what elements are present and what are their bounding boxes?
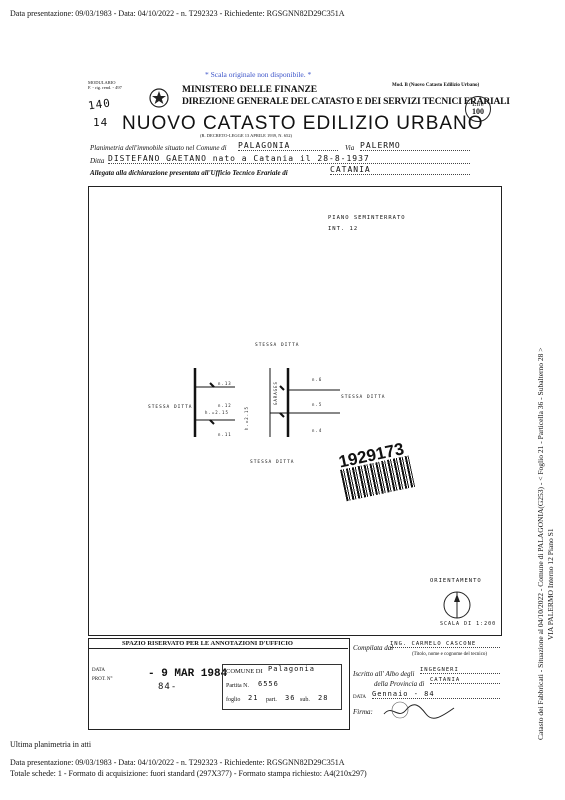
stessa-ditta-right: STESSA DITTA xyxy=(341,395,386,400)
law-reference: (R. DECRETO-LEGGE 13 APRILE 1939, N. 652… xyxy=(200,133,293,138)
label-garages: GARAGES xyxy=(273,381,278,405)
stamp-part-label: part. xyxy=(266,697,277,703)
direction-name: DIREZIONE GENERALE DEL CATASTO E DEI SER… xyxy=(182,97,510,107)
label-n13: n.13 xyxy=(218,381,232,386)
label-n5: n.5 xyxy=(312,402,323,407)
compilata-label: Compilata dal xyxy=(353,644,394,652)
ultima-planimetria: Ultima planimetria in atti xyxy=(10,740,92,749)
office-data-label: DATA xyxy=(92,668,105,673)
comune-stamp xyxy=(222,664,342,710)
stamp-part-value: 36 xyxy=(285,694,296,702)
scale-label: SCALA DI 1:200 xyxy=(440,621,497,627)
comune-value: PALAGONIA xyxy=(238,141,338,151)
compilata-sub: (Titolo, nome e cognome del tecnico) xyxy=(412,652,488,657)
plan-frame xyxy=(88,186,502,636)
office-title: SPAZIO RISERVATO PER LE ANNOTAZIONI D'UF… xyxy=(122,640,293,647)
stamp-sub-value: 28 xyxy=(318,694,329,702)
republic-emblem-icon xyxy=(148,86,170,110)
label-n4: n.4 xyxy=(312,428,323,433)
firma-label: Firma: xyxy=(353,708,373,716)
via-label: Via xyxy=(345,144,355,152)
stamp-comune-value: Palagonia xyxy=(268,665,315,673)
piano-label: PIANO SEMINTERRATO xyxy=(328,215,406,221)
price-label: Lire xyxy=(472,100,484,108)
modulario-label: MODULARIO xyxy=(88,80,116,85)
comune-label: Planimetria dell'immobile situato nel Co… xyxy=(90,144,227,152)
form-title: NUOVO CATASTO EDILIZIO URBANO xyxy=(122,113,484,134)
modulario-box: MODULARIO F. - rig. rend. - 497 xyxy=(88,80,122,90)
iscritto-label: Iscritto all' Albo degli xyxy=(353,670,415,678)
modulario-code: F. - rig. rend. - 497 xyxy=(88,85,122,90)
ditta-label: Ditta xyxy=(90,157,105,165)
top-metadata: Data presentazione: 09/03/1983 - Data: 0… xyxy=(10,9,345,18)
handwritten-ref: 140 xyxy=(87,96,112,113)
price-stamp: Lire 100 xyxy=(465,96,491,122)
compiler-data-label: DATA xyxy=(353,695,366,700)
stessa-ditta-top: STESSA DITTA xyxy=(255,343,300,348)
office-stamp-date: - 9 MAR 1984 xyxy=(148,668,228,680)
ministry-name: MINISTERO DELLE FINANZE xyxy=(182,85,318,95)
office-section xyxy=(88,638,350,730)
interno-label: INT. 12 xyxy=(328,226,359,232)
stamp-foglio-label: foglio xyxy=(226,697,241,703)
provincia-value: CATANIA xyxy=(430,677,500,684)
iscritto-value: INGEGNERI xyxy=(420,667,500,674)
label-height: h.=2.15 xyxy=(205,410,229,415)
north-arrow-icon xyxy=(442,590,472,625)
office-divider xyxy=(88,648,348,649)
stamp-comune-label: COMUNE DI xyxy=(226,668,263,675)
floor-plan-drawing xyxy=(193,368,340,437)
label-n6: n.6 xyxy=(312,377,323,382)
signature xyxy=(380,700,460,727)
ditta-value: DISTEFANO GAETANO nato a Catania il 28-8… xyxy=(108,154,470,164)
handwritten-ref2: 14 xyxy=(93,116,109,129)
stessa-ditta-left: STESSA DITTA xyxy=(148,405,193,410)
bottom-metadata-1: Data presentazione: 09/03/1983 - Data: 0… xyxy=(10,758,345,767)
stamp-sub-label: sub. xyxy=(300,697,310,703)
side-catasto-text: Catasto dei Fabbricati - Situazione al 0… xyxy=(536,347,545,741)
scale-note: * Scala originale non disponibile. * xyxy=(205,70,312,79)
stessa-ditta-bottom: STESSA DITTA xyxy=(250,460,295,465)
mod-code: Mod. B (Nuovo Catasto Edilizio Urbano) xyxy=(392,83,480,88)
allegata-label: Allegata alla dichiarazione presentata a… xyxy=(90,169,288,177)
office-prot-label: PROT. N° xyxy=(92,677,113,682)
stamp-partita-label: Partita N. xyxy=(226,683,249,689)
label-height-2: h.=2.15 xyxy=(244,406,249,430)
stamp-partita-value: 6556 xyxy=(258,680,279,688)
provincia-label: della Provincia di xyxy=(374,680,425,688)
bottom-metadata-2: Totale schede: 1 - Formato di acquisizio… xyxy=(10,769,367,778)
compilata-value: ING. CARMELO CASCONE xyxy=(390,641,500,648)
via-value: PALERMO xyxy=(360,141,470,151)
price-value: 100 xyxy=(472,107,484,116)
office-stamp-num: 84- xyxy=(158,682,178,692)
side-address-text: VIA PALERMO Interno 12 Piano S1 xyxy=(546,528,555,640)
compiler-data-value: Gennaio - 84 xyxy=(372,690,500,699)
ufficio-value: CATANIA xyxy=(330,165,470,175)
label-n11: n.11 xyxy=(218,432,232,437)
orientamento-label: ORIENTAMENTO xyxy=(430,578,482,584)
stamp-foglio-value: 21 xyxy=(248,694,259,702)
label-n12: n.12 xyxy=(218,403,232,408)
